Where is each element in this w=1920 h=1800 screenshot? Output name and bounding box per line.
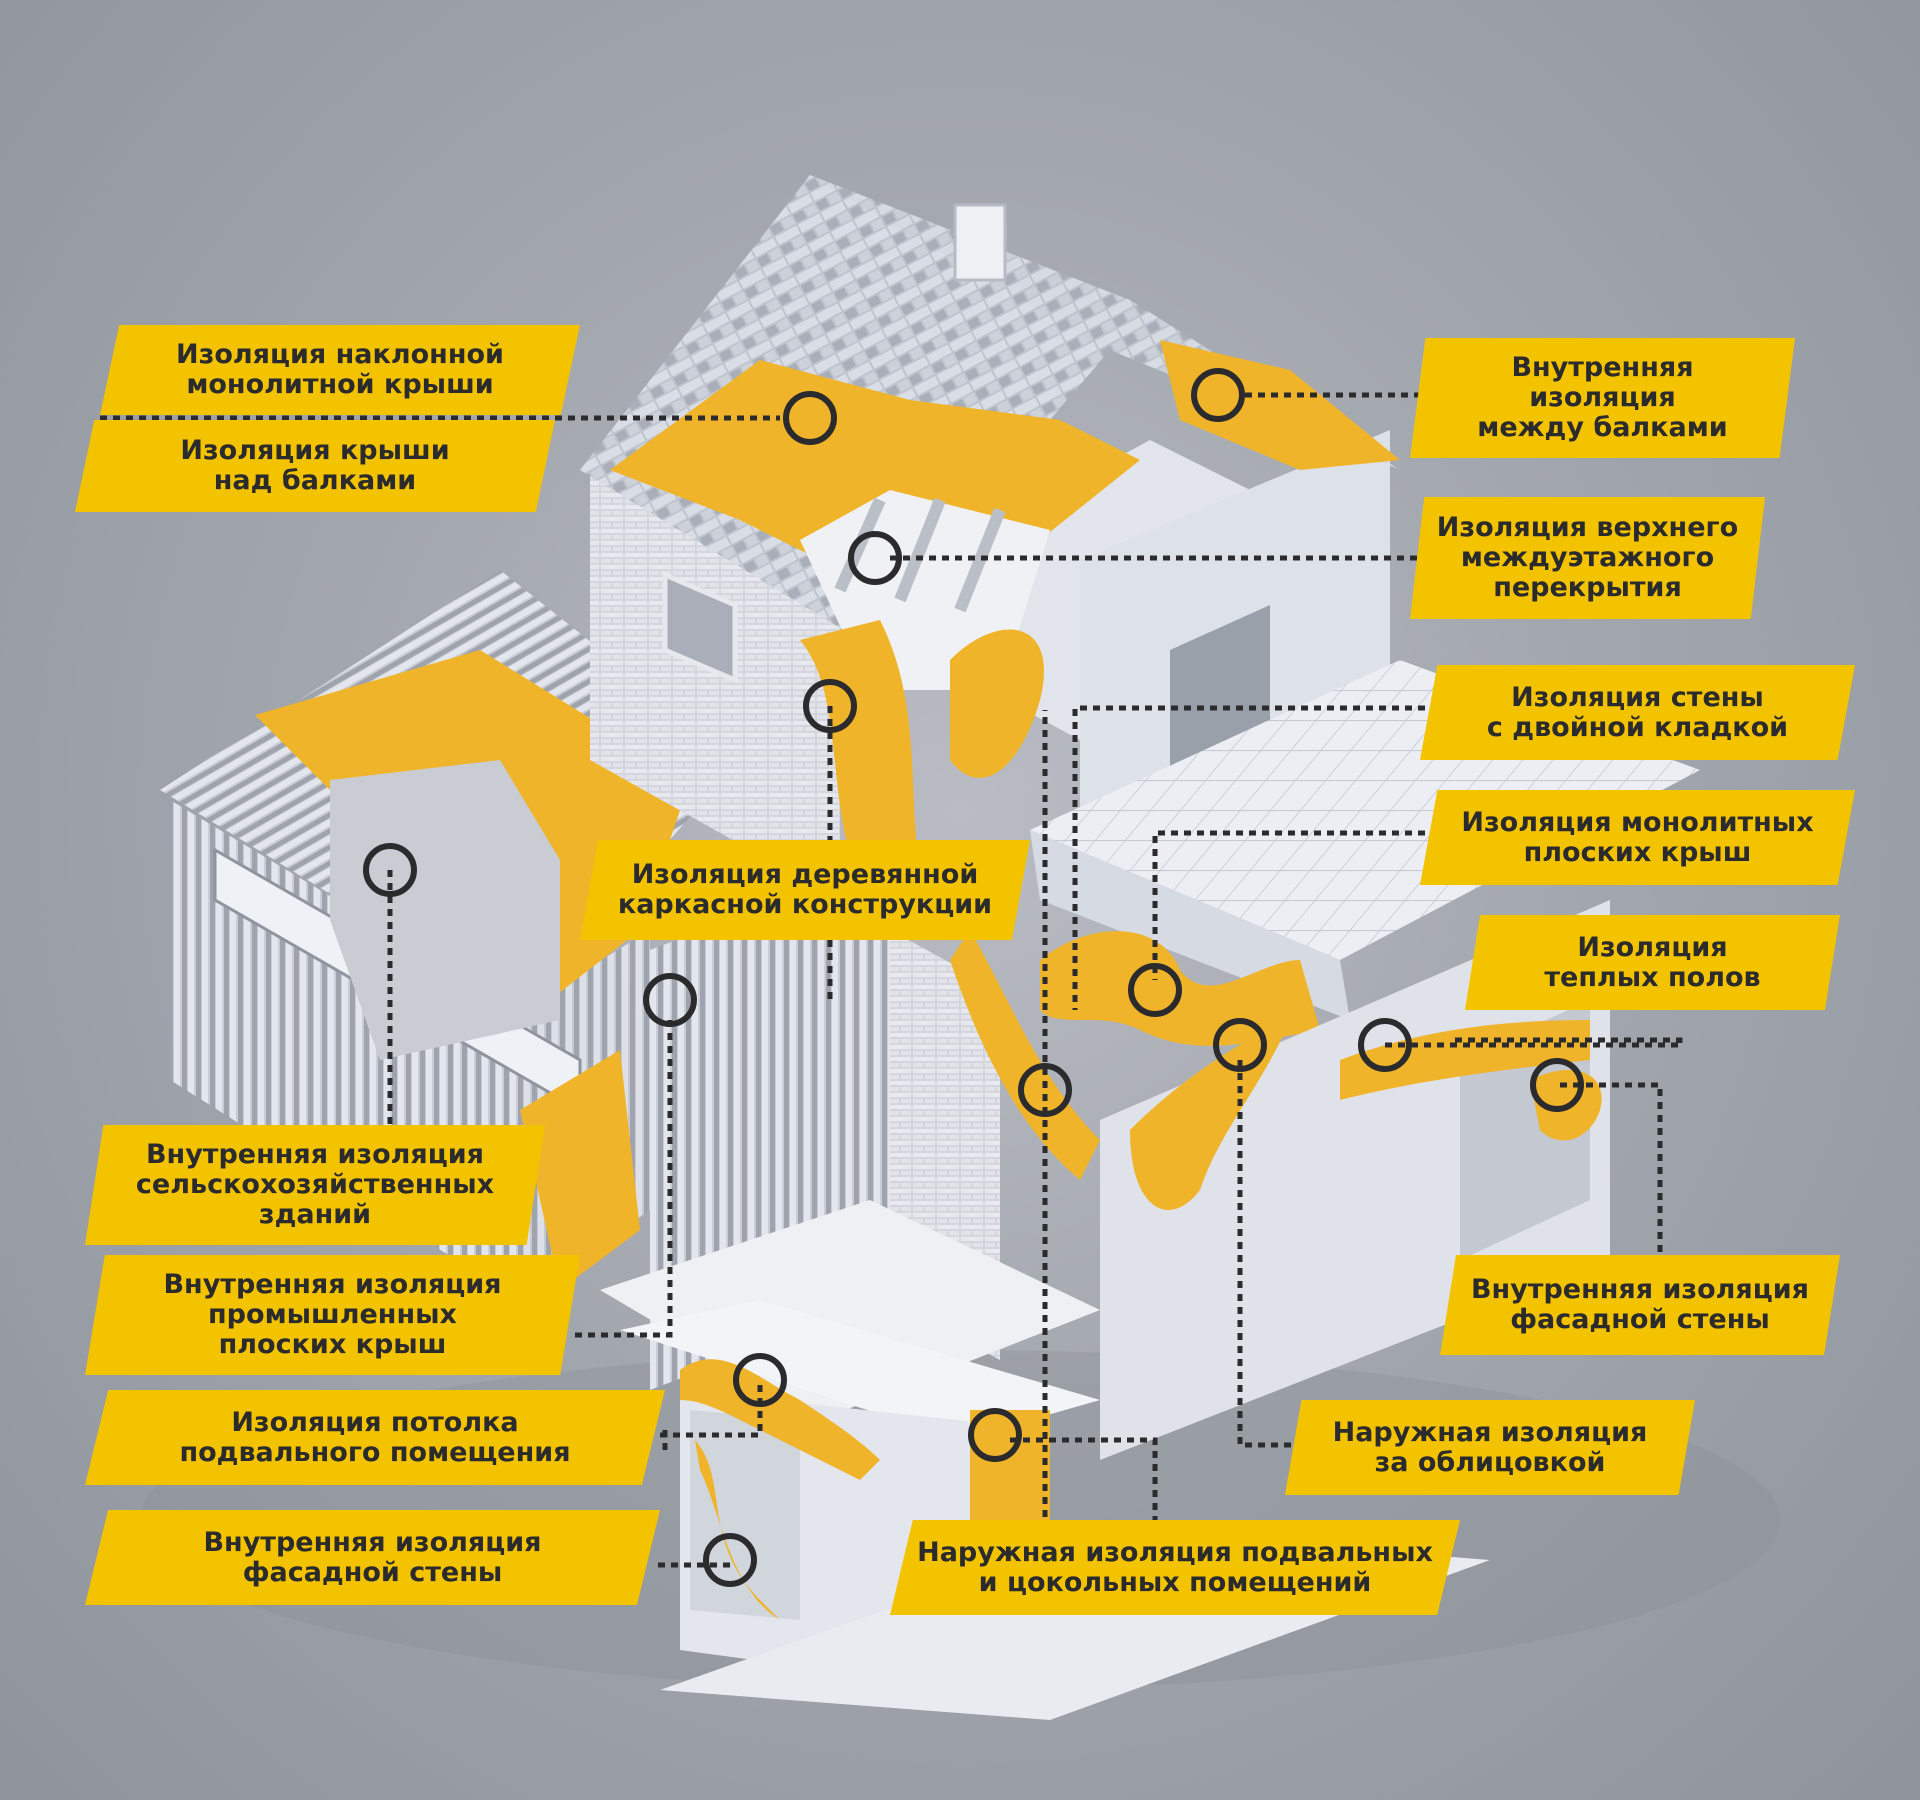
marker-monolithic-roof [1128,963,1182,1017]
label-warm-floors: Изоляция теплых полов [1465,915,1840,1010]
label-upper-floor-slab: Изоляция верхнего междуэтажного перекрыт… [1410,497,1765,619]
marker-basement-wall [703,1533,757,1587]
marker-between-beams [1191,368,1245,422]
warm-floor-insulation [1340,1020,1590,1100]
marker-upper-slab [848,531,902,585]
small-window-left [662,571,738,684]
marker-roof [783,391,837,445]
basement-ceiling-insulation [680,1359,880,1480]
farm-roof-opening [330,760,560,1060]
markers [363,368,1584,1587]
label-timber-frame: Изоляция деревянной каркасной конструкци… [580,840,1030,940]
basement-top-slab [620,1300,1100,1440]
label-industrial-flat-roofs: Внутренняя изоляция промышленных плоских… [85,1255,580,1375]
farm-wall-insulation [520,1050,640,1290]
label-facade-wall-left: Внутренняя изоляция фасадной стены [85,1510,660,1605]
marker-industrial-roof [643,973,697,1027]
attic-beams [834,497,1006,613]
label-basement-ceiling: Изоляция потолка подвального помещения [85,1390,665,1485]
marker-plinth [968,1408,1022,1462]
label-double-masonry-wall: Изоляция стены с двойной кладкой [1420,665,1855,760]
chimney [953,203,1007,282]
marker-double-wall [1018,1063,1072,1117]
label-monolithic-flat-roofs: Изоляция монолитных плоских крыш [1420,790,1855,885]
double-masonry-insulation [950,930,1100,1180]
marker-farm-roof [363,843,417,897]
basement-wall-insulation [695,1440,780,1620]
label-agricultural-buildings: Внутренняя изоляция сельскохозяйственных… [85,1125,545,1245]
label-roof-over-beams: Изоляция крыши над балками [75,420,555,512]
label-roof-pitched-monolithic: Изоляция наклонной монолитной крыши [100,325,580,415]
label-facade-wall-right: Внутренняя изоляция фасадной стены [1440,1255,1840,1355]
label-between-beams: Внутренняя изоляция между балками [1410,338,1795,458]
upper-slab-insulation [950,629,1044,778]
marker-timber-frame [803,679,857,733]
label-behind-cladding: Наружная изоляция за облицовкой [1285,1400,1695,1495]
label-basement-plinth: Наружная изоляция подвальных и цокольных… [890,1520,1460,1615]
marker-warm-floor [1358,1018,1412,1072]
central-floor-slab [600,1200,1100,1420]
marker-facade-right [1530,1058,1584,1112]
farm-roof-insulation [255,650,690,1000]
marker-basement-ceiling [733,1353,787,1407]
marker-cladding [1213,1018,1267,1072]
basement-cut [690,1410,800,1620]
